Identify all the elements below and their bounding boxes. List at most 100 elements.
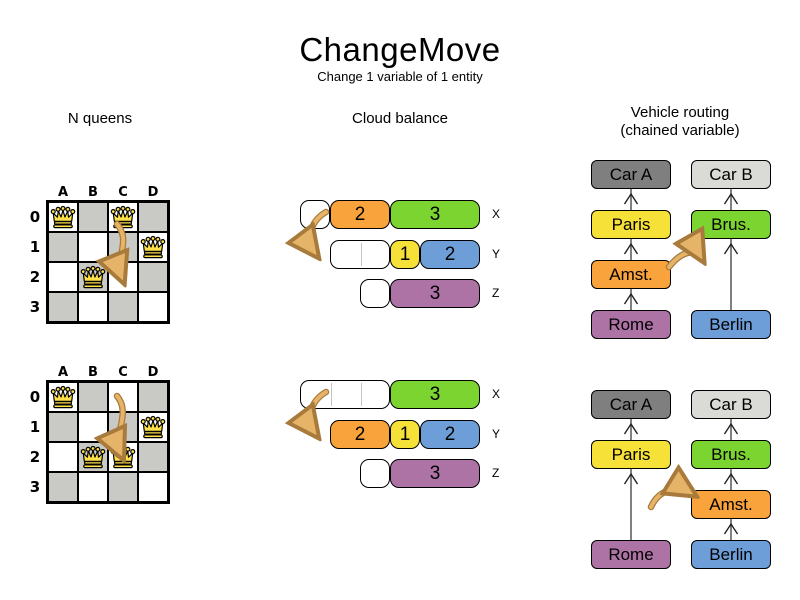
board-cell [78,472,108,502]
queen-piece [140,235,166,259]
board-cell [138,472,168,502]
cloud-computer-label: Z [492,466,500,480]
board-column-label: D [147,365,159,380]
board-cell [78,382,108,412]
board-cell [48,472,78,502]
page-title: ChangeMove [299,31,501,68]
cloud-slack-capacity [360,279,390,308]
board-row-label: 3 [29,478,41,496]
board-cell [138,202,168,232]
board-cell [48,292,78,322]
route-node-brus: Brus. [691,210,771,239]
board-cell [48,232,78,262]
queen-icon [50,385,76,409]
board-cell [108,232,138,262]
route-node-car-a: Car A [591,160,671,189]
board-column-label: D [147,185,159,200]
cloud-process-segment: 2 [420,420,480,449]
cloud-process-segment: 2 [420,240,480,269]
cloud-process-segment: 3 [390,200,480,229]
board-column-label: C [118,365,128,380]
queen-icon [80,445,106,469]
board-column-label: C [118,185,128,200]
cloud-process-segment: 3 [390,279,480,308]
chain-arrowhead-icon [723,422,739,435]
board-row-label: 1 [29,238,41,256]
cloud-process-segment: 1 [390,420,420,449]
cloud-computer-label: X [492,387,501,401]
vehicle-routing-sublabel: (chained variable) [620,122,740,139]
board-cell [108,472,138,502]
board-cell [108,262,138,292]
cloud-computer-label: X [492,207,501,221]
queen-piece [140,415,166,439]
route-node-car-a: Car A [591,390,671,419]
board-column-label: B [88,365,98,380]
route-node-brus: Brus. [691,440,771,469]
route-node-berlin: Berlin [691,540,771,569]
queen-icon [110,205,136,229]
cloud-unit-divider [361,243,362,266]
cloud-slack-capacity [300,200,330,229]
route-node-amst: Amst. [691,490,771,519]
board-row-label: 1 [29,418,41,436]
queen-icon [140,235,166,259]
queen-piece [110,205,136,229]
chain-arrowhead-icon [623,422,639,435]
cloud-process-segment: 2 [330,420,390,449]
chain-arrowhead-icon [623,292,639,305]
board-cell [78,292,108,322]
board-column-label: A [57,365,69,380]
cloud-computer-label: Z [492,286,500,300]
column-header-vehicle-routing: Vehicle routing (chained variable) [590,104,770,140]
board-cell [48,412,78,442]
cloud-slack-capacity [300,380,390,409]
chain-arrowhead-icon [623,472,639,485]
chain-arrowhead-icon [723,242,739,255]
route-node-car-b: Car B [691,160,771,189]
chain-arrowhead-icon [623,242,639,255]
board-row-label: 0 [29,388,41,406]
board-column-label: B [88,185,98,200]
board-row-label: 0 [29,208,41,226]
board-cell [78,232,108,262]
queen-icon [110,445,136,469]
board-row-label: 2 [29,268,41,286]
page-subtitle: Change 1 variable of 1 entity [317,69,483,84]
queen-icon [140,415,166,439]
cloud-process-segment: 3 [390,380,480,409]
queen-piece [50,385,76,409]
board-cell [138,292,168,322]
routing-chain-links [623,189,739,310]
route-node-amst: Amst. [591,260,671,289]
board-cell [78,202,108,232]
queen-piece [110,445,136,469]
board-cell [78,412,108,442]
column-header-nqueens: N queens [67,110,133,127]
route-node-rome: Rome [591,540,671,569]
cloud-process-segment: 1 [390,240,420,269]
board-cell [108,382,138,412]
board-cell [108,292,138,322]
cloud-unit-divider [361,383,362,406]
chain-arrowhead-icon [623,192,639,205]
route-node-rome: Rome [591,310,671,339]
route-node-paris: Paris [591,210,671,239]
column-header-cloud-balance: Cloud balance [352,110,448,127]
queen-icon [50,205,76,229]
queen-icon [80,265,106,289]
vehicle-routing-label: Vehicle routing [630,104,730,121]
routing-chain-links [623,419,739,540]
board-cell [48,442,78,472]
cloud-slack-capacity [330,240,390,269]
queen-piece [80,265,106,289]
board-cell [48,262,78,292]
board-cell [138,382,168,412]
